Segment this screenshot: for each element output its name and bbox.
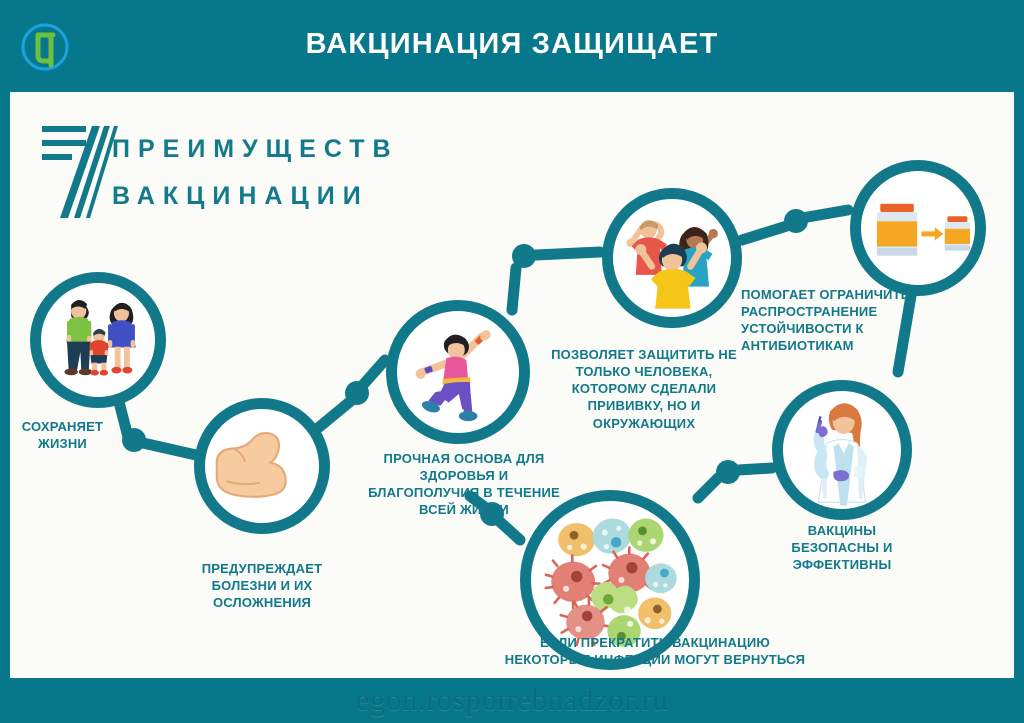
- benefit-circle-3[interactable]: [386, 300, 530, 444]
- doctor-with-syringe-icon: [813, 403, 868, 506]
- caption-line: ЭФФЕКТИВНЫ: [792, 557, 892, 573]
- benefit-caption-5: ПОМОГАЕТ ОГРАНИЧИТЬ РАСПРОСТРАНЕНИЕ УСТО…: [741, 286, 946, 355]
- benefit-caption-2: ПРЕДУПРЕЖДАЕТ БОЛЕЗНИ И ИХ ОСЛОЖНЕНИЯ: [172, 560, 352, 611]
- benefit-circle-5[interactable]: [850, 160, 986, 296]
- benefit-caption-4: ПОЗВОЛЯЕТ ЗАЩИТИТЬ НЕ ТОЛЬКО ЧЕЛОВЕКА, К…: [540, 346, 748, 432]
- flexed-bicep-icon: [215, 431, 287, 498]
- family-icon: [64, 299, 136, 376]
- benefit-circle-2[interactable]: [194, 398, 330, 534]
- caption-line: ПРОЧНАЯ ОСНОВА ДЛЯ: [383, 451, 545, 466]
- page-title: ВАКЦИНАЦИЯ ЗАЩИЩАЕТ: [305, 28, 719, 60]
- benefit-caption-3: ПРОЧНАЯ ОСНОВА ДЛЯ ЗДОРОВЬЯ И БЛАГОПОЛУЧ…: [366, 450, 562, 519]
- benefit-caption-1: СОХРАНЯЕТ ЖИЗНИ: [0, 418, 125, 452]
- benefit-caption-6: ВАКЦИНЫ БЕЗОПАСНЫ И ЭФФЕКТИВНЫ: [757, 522, 927, 573]
- celebrating-people-icon: [626, 220, 718, 309]
- germs-microbes-icon: [544, 518, 677, 647]
- caption-line: БЛАГОПОЛУЧИЯ В ТЕЧЕНИЕ: [368, 485, 560, 501]
- caption-line: ЗДОРОВЬЯ И: [419, 468, 509, 484]
- caption-line: ОСЛОЖНЕНИЯ: [212, 595, 312, 611]
- rospotrebnadzor-logo-icon: [20, 22, 70, 72]
- caption-line: НЕКОТОРЫЕ ИНФЕКЦИИ МОГУТ ВЕРНУТЬСЯ: [504, 652, 806, 668]
- caption-line: СОХРАНЯЕТ: [21, 419, 104, 434]
- header-bar: ВАКЦИНАЦИЯ ЗАЩИЩАЕТ: [0, 0, 1024, 92]
- caption-line: ПРЕДУПРЕЖДАЕТ: [201, 561, 323, 576]
- benefit-circle-6[interactable]: [772, 380, 912, 520]
- footer-watermark: egon.rospotrebnadzor.ru: [355, 682, 669, 717]
- caption-line: ЕСЛИ ПРЕКРАТИТЬ ВАКЦИНАЦИЮ: [539, 635, 770, 650]
- caption-line: АНТИБИОТИКАМ: [741, 338, 854, 354]
- caption-line: ОКРУЖАЮЩИХ: [592, 415, 696, 431]
- caption-line: ВАКЦИНЫ: [807, 523, 877, 538]
- seven-number-mark: [40, 120, 120, 220]
- caption-line: БЕЗОПАСНЫ И: [791, 540, 893, 556]
- benefit-circle-4[interactable]: [602, 188, 742, 328]
- caption-line: ПОЗВОЛЯЕТ ЗАЩИТИТЬ НЕ: [551, 347, 737, 362]
- heading-line-1: ПРЕИМУЩЕСТВ: [112, 135, 399, 163]
- caption-line: БОЛЕЗНИ И ИХ: [211, 578, 313, 594]
- benefit-circle-1[interactable]: [30, 272, 166, 408]
- heading-line-2: ВАКЦИНАЦИИ: [112, 182, 369, 210]
- benefit-circle-7[interactable]: [520, 490, 700, 670]
- caption-line: ЖИЗНИ: [38, 436, 87, 452]
- caption-line: РАСПРОСТРАНЕНИЕ: [741, 304, 878, 320]
- benefit-caption-7: ЕСЛИ ПРЕКРАТИТЬ ВАКЦИНАЦИЮ НЕКОТОРЫЕ ИНФ…: [450, 634, 860, 668]
- caption-line: ПОМОГАЕТ ОГРАНИЧИТЬ: [741, 287, 911, 302]
- pill-bottles-icon: [876, 203, 970, 256]
- dancing-person-icon: [415, 329, 491, 422]
- caption-line: КОТОРОМУ СДЕЛАЛИ: [571, 381, 717, 397]
- caption-line: ТОЛЬКО ЧЕЛОВЕКА,: [575, 364, 713, 380]
- caption-line: УСТОЙЧИВОСТИ К: [741, 321, 864, 337]
- caption-line: ПРИВИВКУ, НО И: [587, 398, 701, 414]
- caption-line: ВСЕЙ ЖИЗНИ: [419, 502, 509, 518]
